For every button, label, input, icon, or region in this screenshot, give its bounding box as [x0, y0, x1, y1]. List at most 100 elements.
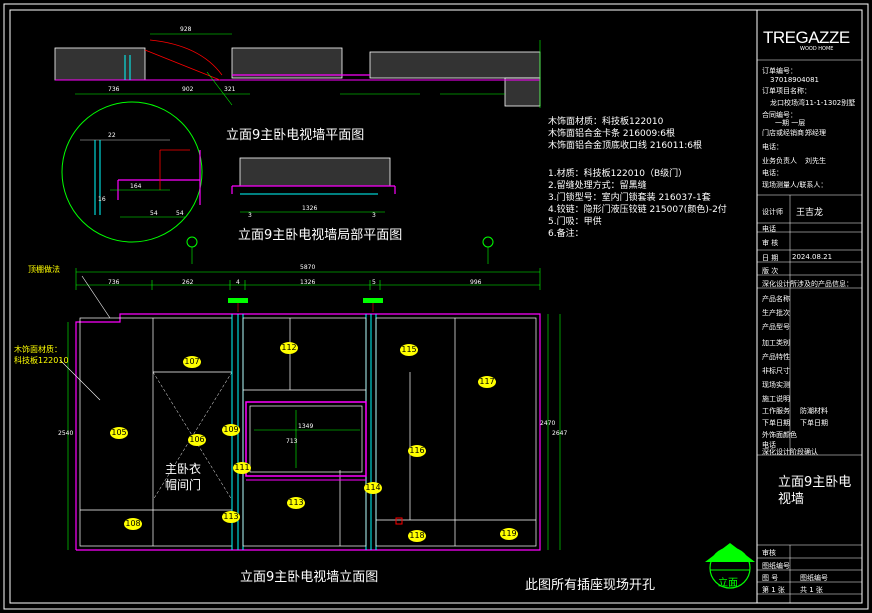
tb-row: 日 期 — [762, 254, 779, 262]
tb-row: 下单日期 — [762, 419, 790, 427]
panel-tag: 115 — [400, 344, 418, 356]
panel-tag: 117 — [478, 376, 496, 388]
elevation-view — [59, 268, 561, 551]
tb-row: 订单项目名称： — [762, 87, 811, 95]
elevation-badge — [705, 543, 755, 589]
partial-dim: 1326 — [302, 205, 318, 212]
detail-dim: 54 — [176, 210, 184, 217]
tb-row: 共 1 张 — [800, 586, 823, 594]
brand-logo-sub: WOOD HOME — [800, 46, 834, 52]
elev-dim: 5 — [372, 279, 376, 286]
material-label: 木饰面材质： — [14, 345, 62, 354]
tb-row: 37018904081 — [770, 76, 819, 84]
tb-row: 审核 — [762, 549, 776, 557]
tb-row: 审 核 — [762, 239, 779, 247]
title-block-grid — [757, 59, 862, 603]
plan-view-top — [54, 33, 541, 108]
plan-view-partial — [231, 157, 396, 213]
panel-tag: 106 — [188, 434, 206, 446]
tb-row: 深化设计所涉及的产品信息： — [762, 280, 853, 288]
tb-row: 版 次 — [762, 267, 779, 275]
partial-dim: 3 — [248, 212, 252, 219]
elev-dim: 262 — [182, 279, 194, 286]
tb-row: 郑经理 — [805, 129, 826, 137]
door-label-1: 主卧衣 — [165, 462, 202, 476]
tb-row: 电话： — [762, 143, 783, 151]
section-markers — [186, 236, 494, 264]
tb-row: 深化设计阶段确认 — [762, 448, 818, 456]
plan-dim: 928 — [180, 26, 192, 33]
tb-row: 龙口校场湾11-1-1302别墅 — [770, 99, 856, 107]
tb-row: 工作服务 — [762, 407, 790, 415]
detail-dim: 22 — [108, 132, 116, 139]
material-value: 科技板122010 — [14, 356, 69, 365]
brand-logo: TREGAZZE — [763, 28, 850, 47]
tb-row: 订单编号： — [762, 67, 797, 75]
tb-row: 合同编号： — [762, 111, 797, 119]
tb-row: 产品型号 — [762, 323, 790, 331]
tb-row: 电话 — [762, 441, 776, 449]
detail-dim: 54 — [150, 210, 158, 217]
plan-partial-title: 立面9主卧电视墙局部平面图 — [238, 228, 403, 243]
elev-dim-side: 2540 — [58, 430, 74, 437]
panel-tag: 119 — [500, 528, 518, 540]
tb-row: 施工说明 — [762, 395, 790, 403]
tb-row: 图 号 — [762, 574, 779, 582]
panel-tag: 112 — [280, 342, 298, 354]
elev-dim: 1326 — [300, 279, 316, 286]
badge-label: 立面 — [718, 578, 738, 589]
panel-tag: 113 — [287, 497, 305, 509]
plan-dim: 736 — [108, 86, 120, 93]
tb-row: 图纸编号 — [800, 574, 828, 582]
tb-row: 业务负责人 — [762, 157, 797, 165]
tb-row: 刘先生 — [805, 157, 826, 165]
tb-row: 生产批次 — [762, 309, 790, 317]
panel-tag: 109 — [222, 424, 240, 436]
elev-dim: 736 — [108, 279, 120, 286]
panel-tag: 118 — [408, 530, 426, 542]
tb-row: 王吉龙 — [796, 208, 824, 218]
tb-row: 加工类别 — [762, 339, 790, 347]
ceiling-leader-label: 顶棚做法 — [28, 265, 60, 274]
panel-tag: 111 — [233, 462, 251, 474]
tb-row: 电话： — [762, 169, 783, 177]
tb-row: 设计师 — [762, 208, 783, 216]
tb-row: 现场测量人/联系人： — [762, 181, 828, 189]
tb-row: 2024.08.21 — [792, 253, 833, 261]
elev-dim: 4 — [236, 279, 240, 286]
detail-circle — [61, 71, 233, 243]
tv-dim: 1349 — [298, 423, 314, 430]
detail-dim: 16 — [98, 196, 106, 203]
tb-row: 电话 — [762, 225, 776, 233]
badge-number: 9 — [724, 548, 734, 564]
outer-frame — [3, 3, 869, 610]
detail-dim: 164 — [130, 183, 142, 190]
elev-dim-total: 5870 — [300, 264, 316, 271]
tb-row: 图纸编号 — [762, 562, 790, 570]
panel-tag: 113 — [222, 511, 240, 523]
panel-tag: 108 — [124, 518, 142, 530]
panel-tag: 116 — [408, 445, 426, 457]
plan-dim: 902 — [182, 86, 194, 93]
elev-dim-side: 2470 — [540, 420, 556, 427]
door-label-2: 帽间门 — [165, 478, 202, 492]
sheet-title: 立面9主卧电视墙 — [778, 475, 852, 507]
panel-tag: 107 — [183, 356, 201, 368]
tb-row: 现场实测 — [762, 381, 790, 389]
tb-row: 非标尺寸 — [762, 367, 790, 375]
panel-tag: 105 — [110, 427, 128, 439]
tb-row: 下单日期 — [800, 419, 828, 427]
tb-row: 外饰面颜色 — [762, 431, 797, 439]
elev-dim: 996 — [470, 279, 482, 286]
tb-row: 产品名称 — [762, 295, 790, 303]
tb-row: 一期 一层 — [775, 119, 806, 127]
tv-dim: 713 — [286, 438, 298, 445]
tb-row: 产品特性 — [762, 353, 790, 361]
tb-row: 门店或经销商： — [762, 129, 811, 137]
spec-notes: 1.材质：科技板122010（B级门） 2.留缝处理方式：留黑缝 3.门锁型号：… — [548, 169, 727, 239]
panel-tag: 114 — [364, 482, 382, 494]
inner-frame — [9, 9, 863, 604]
material-notes: 木饰面材质：科技板122010 木饰面铝合金卡条 216009:6根 木饰面铝合… — [548, 117, 702, 151]
tb-row: 防潮材料 — [800, 407, 828, 415]
